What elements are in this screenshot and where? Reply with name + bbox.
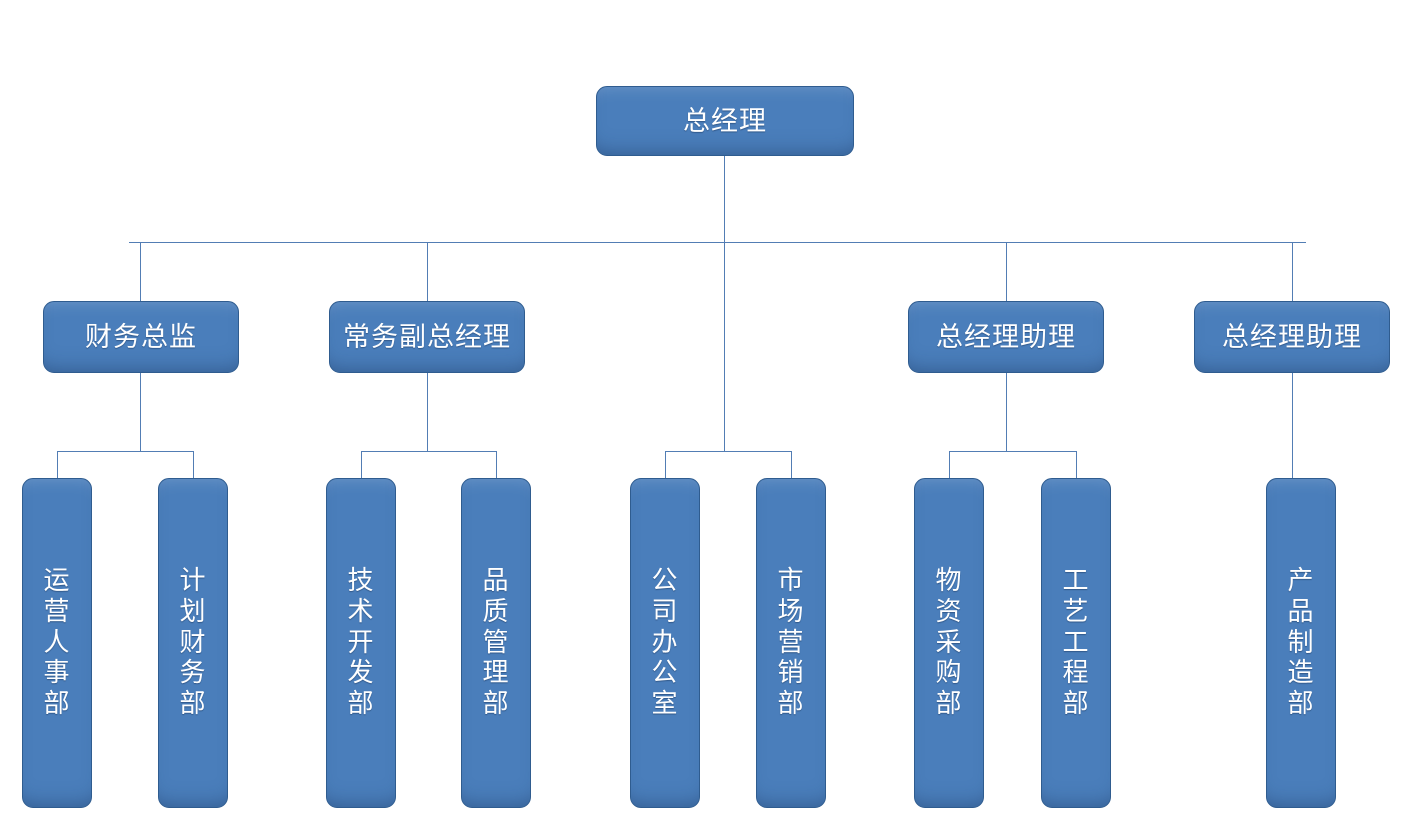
node-executive-deputy-gm[interactable]: 常务副总经理	[329, 301, 525, 373]
node-label: 财务总监	[85, 321, 197, 352]
connector-subbus-evp	[361, 451, 496, 452]
node-label-char: 司	[651, 596, 679, 626]
node-label-char: 发	[347, 658, 375, 688]
connector-subbus-cfo	[57, 451, 194, 452]
node-cfo[interactable]: 财务总监	[43, 301, 239, 373]
node-label-char: 部	[347, 689, 375, 718]
node-label-char: 公	[651, 658, 679, 688]
node-label-char: 品	[1287, 596, 1315, 626]
connector-subbus-assistant-1	[949, 451, 1076, 452]
node-material-procurement-dept[interactable]: 物资采购部	[914, 478, 984, 808]
node-label-char: 开	[347, 627, 375, 657]
node-label-char: 运	[43, 566, 71, 596]
node-label-char: 室	[651, 689, 679, 718]
node-label-char: 计	[179, 566, 207, 596]
connector-drop-plan-fin	[193, 451, 194, 479]
node-general-manager[interactable]: 总经理	[596, 86, 854, 156]
node-label-char: 事	[43, 658, 71, 688]
node-label-char: 程	[1062, 658, 1090, 688]
node-label-char: 管	[482, 627, 510, 657]
node-label-vertical: 计划财务部	[159, 566, 227, 719]
node-label-char: 市	[777, 566, 805, 596]
node-label-vertical: 物资采购部	[915, 566, 983, 719]
node-label-char: 物	[935, 566, 963, 596]
connector-stem-assistant-1	[1006, 373, 1007, 452]
node-label: 总经理	[683, 105, 767, 136]
node-label-char: 公	[651, 566, 679, 596]
connector-drop-office	[665, 451, 666, 479]
node-label-vertical: 品质管理部	[462, 566, 530, 719]
node-label-vertical: 公司办公室	[631, 566, 699, 719]
connector-stem-assistant-2	[1292, 373, 1293, 479]
node-label-char: 部	[935, 689, 963, 718]
node-label-char: 资	[935, 596, 963, 626]
node-label-char: 制	[1287, 627, 1315, 657]
connector-root-stem	[724, 156, 725, 451]
node-planning-finance-dept[interactable]: 计划财务部	[158, 478, 228, 808]
node-label-char: 部	[1287, 689, 1315, 718]
connector-stem-evp	[427, 373, 428, 452]
node-label-char: 术	[347, 596, 375, 626]
node-gm-assistant-2[interactable]: 总经理助理	[1194, 301, 1390, 373]
node-label-char: 采	[935, 627, 963, 657]
node-label-char: 质	[482, 596, 510, 626]
node-marketing-dept[interactable]: 市场营销部	[756, 478, 826, 808]
node-label-char: 造	[1287, 658, 1315, 688]
node-company-office[interactable]: 公司办公室	[630, 478, 700, 808]
node-gm-assistant-1[interactable]: 总经理助理	[908, 301, 1104, 373]
node-label-char: 部	[43, 689, 71, 718]
node-label-char: 划	[179, 596, 207, 626]
node-label-char: 技	[347, 566, 375, 596]
node-label: 总经理助理	[1222, 321, 1362, 352]
node-label-vertical: 技术开发部	[327, 566, 395, 719]
node-label: 总经理助理	[936, 321, 1076, 352]
node-label: 常务副总经理	[343, 321, 511, 352]
connector-drop-marketing	[791, 451, 792, 479]
node-process-engineering-dept[interactable]: 工艺工程部	[1041, 478, 1111, 808]
node-label-char: 办	[651, 627, 679, 657]
node-technology-development-dept[interactable]: 技术开发部	[326, 478, 396, 808]
node-label-char: 理	[482, 658, 510, 688]
node-operations-hr-dept[interactable]: 运营人事部	[22, 478, 92, 808]
node-label-char: 营	[43, 596, 71, 626]
node-label-char: 销	[777, 658, 805, 688]
connector-drop-cfo	[140, 242, 141, 302]
node-quality-management-dept[interactable]: 品质管理部	[461, 478, 531, 808]
node-label-char: 部	[482, 689, 510, 718]
connector-main-bus	[129, 242, 1306, 243]
node-label-char: 品	[482, 566, 510, 596]
node-product-manufacturing-dept[interactable]: 产品制造部	[1266, 478, 1336, 808]
connector-drop-evp	[427, 242, 428, 302]
connector-drop-ops-hr	[57, 451, 58, 479]
connector-drop-purchase	[949, 451, 950, 479]
node-label-char: 部	[1062, 689, 1090, 718]
node-label-char: 人	[43, 627, 71, 657]
node-label-char: 部	[777, 689, 805, 718]
connector-stem-cfo	[140, 373, 141, 452]
node-label-char: 场	[777, 596, 805, 626]
connector-drop-tech-dev	[361, 451, 362, 479]
node-label-vertical: 工艺工程部	[1042, 566, 1110, 719]
connector-drop-process	[1076, 451, 1077, 479]
connector-drop-assistant-1	[1006, 242, 1007, 302]
node-label-char: 工	[1062, 566, 1090, 596]
connector-subbus-gm-direct	[665, 451, 791, 452]
node-label-char: 艺	[1062, 596, 1090, 626]
node-label-vertical: 运营人事部	[23, 566, 91, 719]
node-label-char: 财	[179, 627, 207, 657]
node-label-vertical: 市场营销部	[757, 566, 825, 719]
node-label-char: 购	[935, 658, 963, 688]
node-label-char: 产	[1287, 566, 1315, 596]
connector-drop-quality	[496, 451, 497, 479]
node-label-char: 部	[179, 689, 207, 718]
connector-drop-assistant-2	[1292, 242, 1293, 302]
node-label-char: 工	[1062, 627, 1090, 657]
node-label-char: 营	[777, 627, 805, 657]
node-label-vertical: 产品制造部	[1267, 566, 1335, 719]
node-label-char: 务	[179, 658, 207, 688]
